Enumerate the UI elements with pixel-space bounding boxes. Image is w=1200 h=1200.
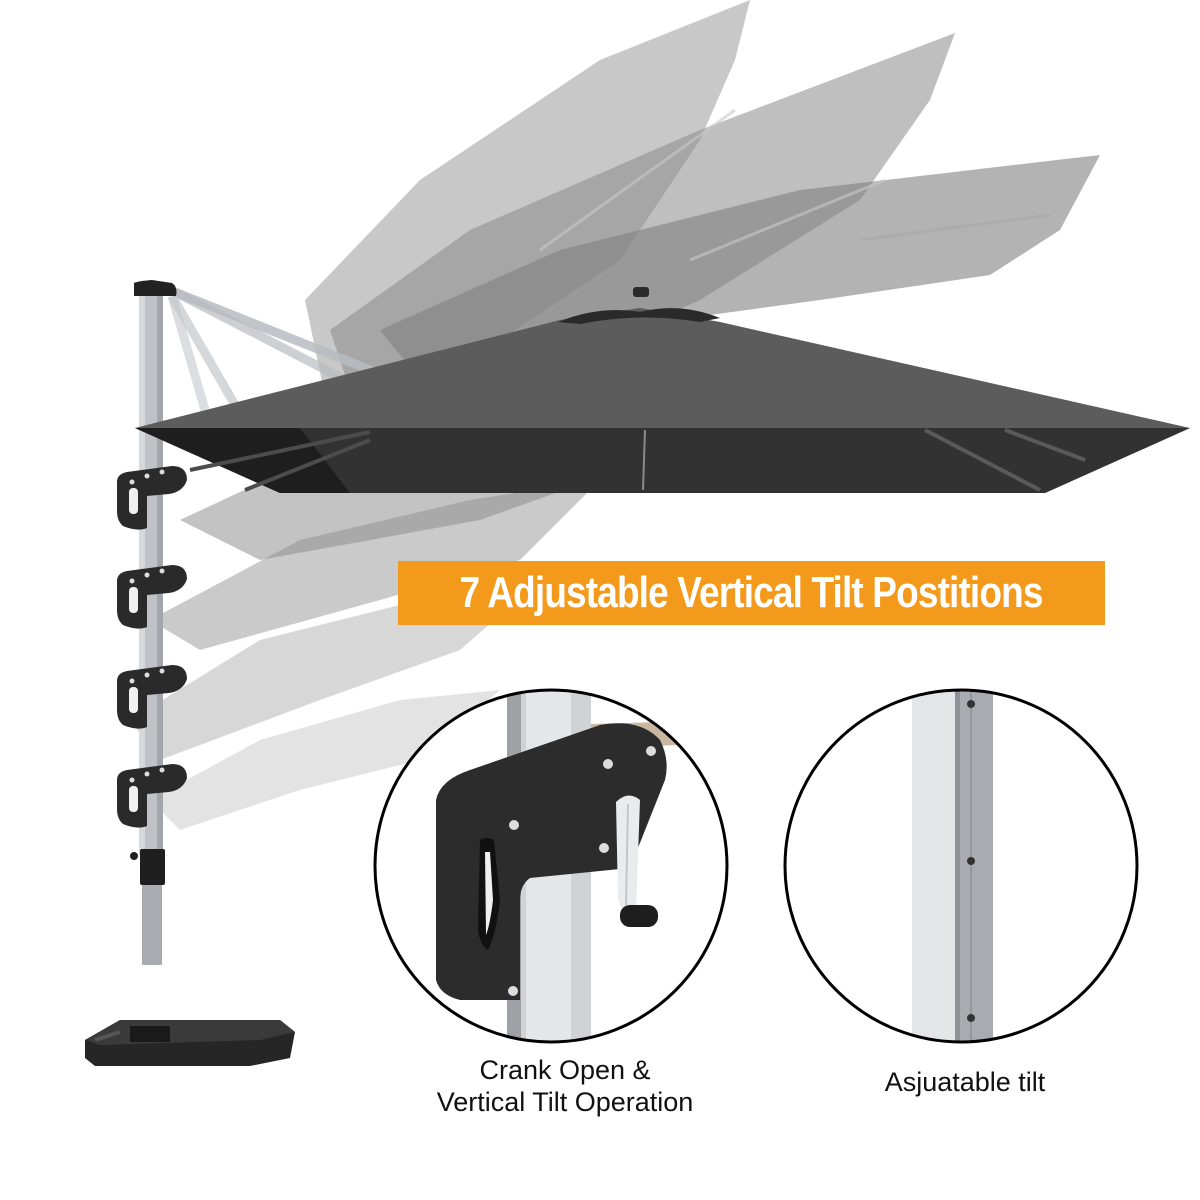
tilt-brackets (117, 466, 187, 828)
banner-background (398, 561, 1105, 625)
tilt-detail-circle (783, 688, 1139, 1044)
crank-caption-line2: Vertical Tilt Operation (436, 1087, 694, 1117)
main-canopy (135, 287, 1190, 493)
crank-detail-circle (373, 688, 729, 1044)
banner-text: 7 Adjustable Vertical Tilt Postitions (459, 568, 1044, 617)
weighted-base (85, 1020, 295, 1066)
tilt-positions-banner: 7 Adjustable Vertical Tilt Postitions (398, 561, 1105, 625)
crank-caption: Crank Open & Vertical Tilt Operation (395, 1054, 735, 1118)
crank-caption-line1: Crank Open & (479, 1055, 651, 1085)
tilt-caption: Asjuatable tilt (884, 1067, 1046, 1097)
